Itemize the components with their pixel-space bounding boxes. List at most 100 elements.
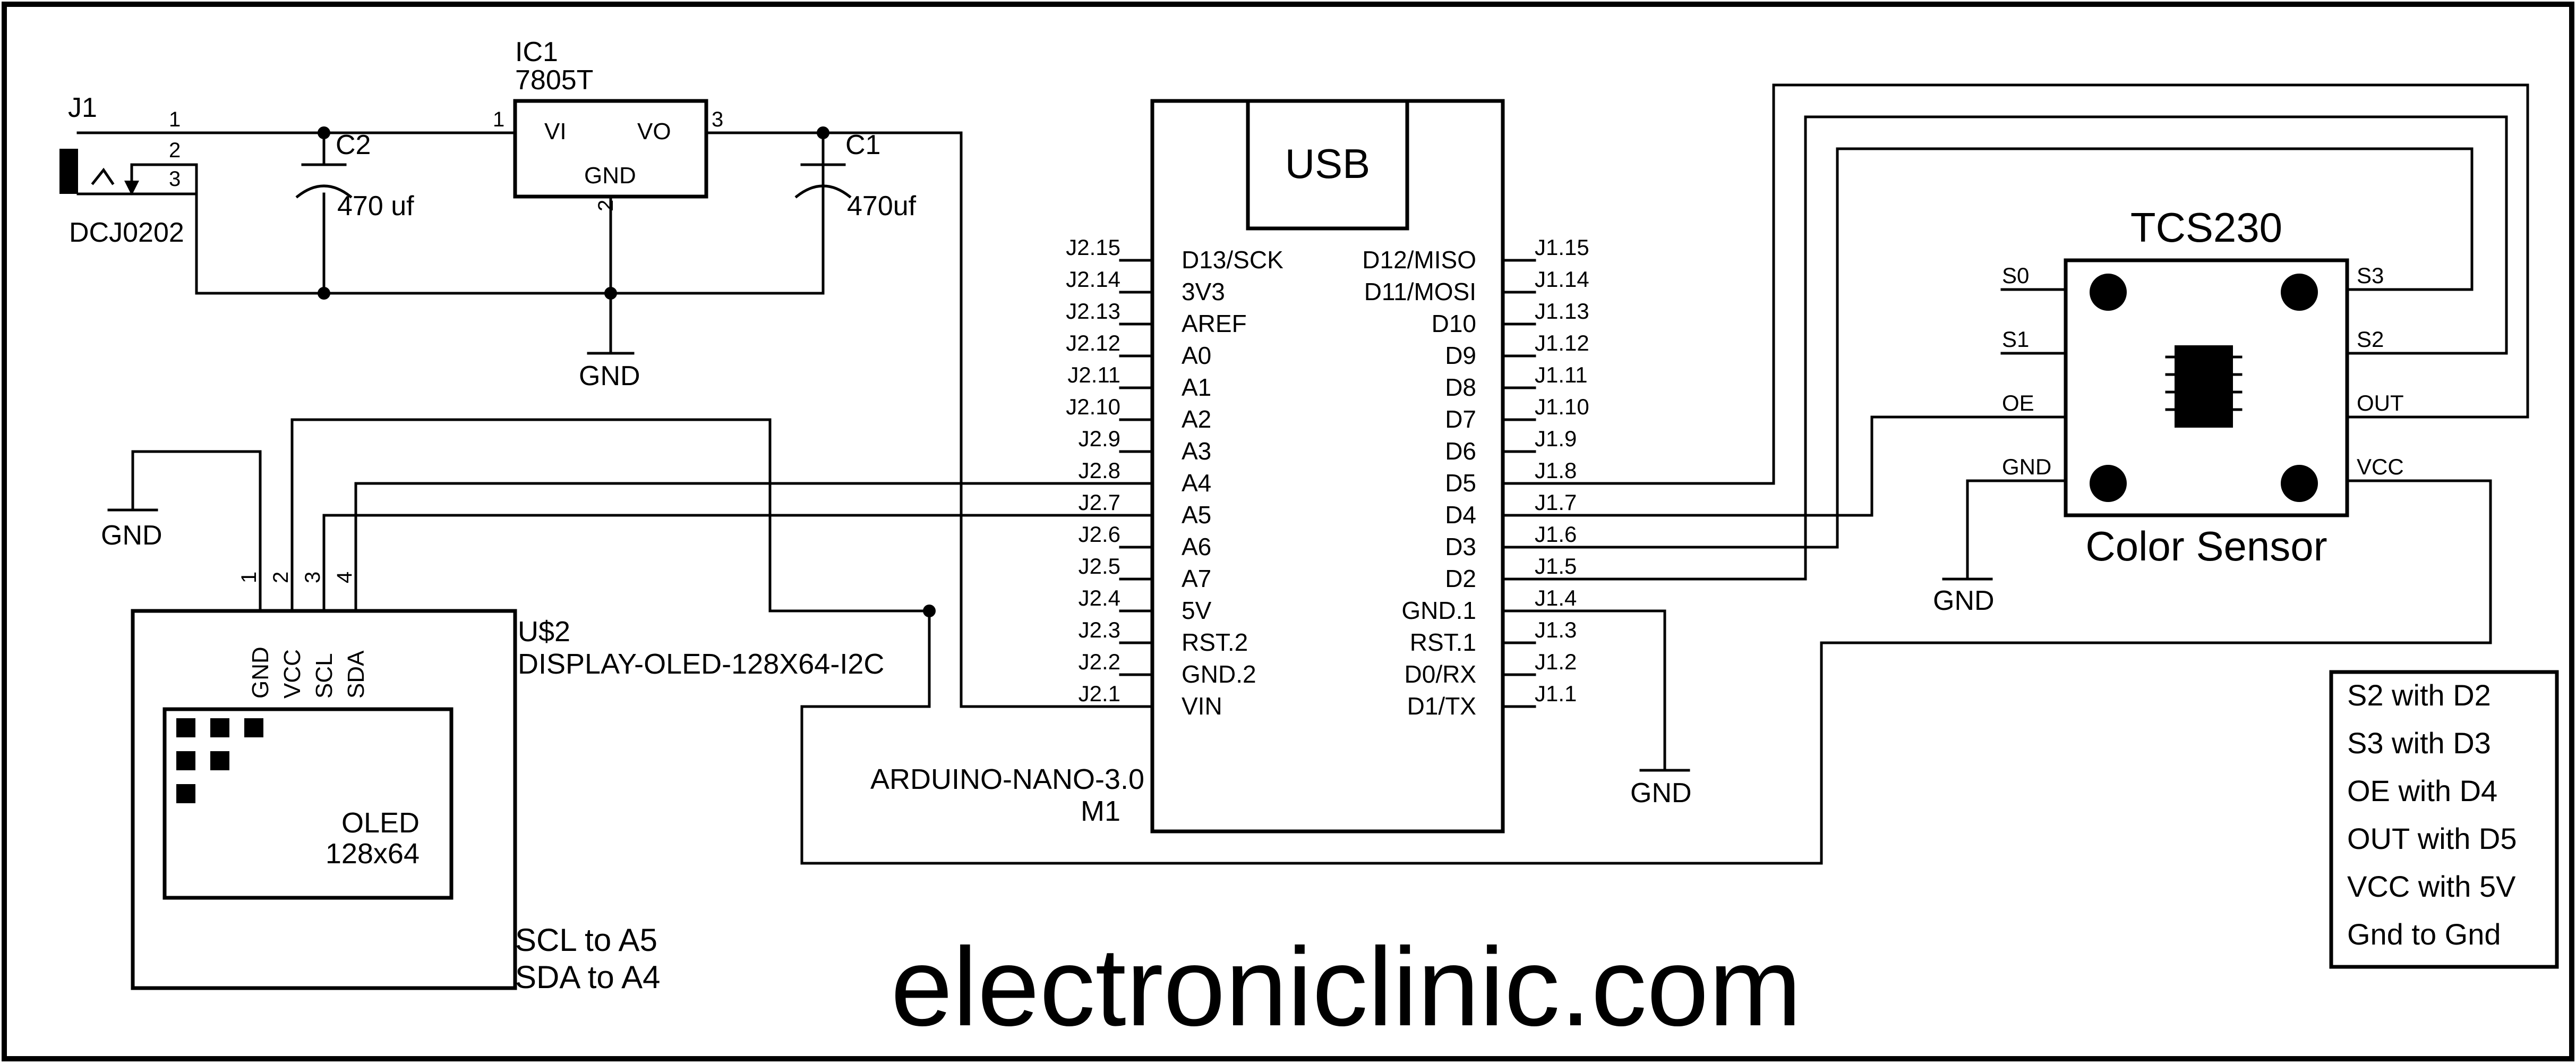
wire-regulator-out <box>705 131 1154 708</box>
arduino-left-net: J2.10 <box>1066 394 1120 419</box>
wire-s3-to-d3 <box>1533 147 2474 549</box>
arduino-right-net: J1.9 <box>1535 426 1577 451</box>
sensor-led <box>2281 274 2318 311</box>
power-jack-symbol <box>59 149 78 194</box>
arduino-right-pin-label: D5 <box>1445 469 1476 497</box>
jack-arrowhead <box>124 181 139 195</box>
arduino-right-pin-label: GND.1 <box>1401 597 1476 624</box>
arduino-left-pin-label: 5V <box>1182 597 1212 624</box>
oled-part: DISPLAY-OLED-128X64-I2C <box>518 648 884 680</box>
wire-jack-pin2 <box>130 163 198 195</box>
wire-oled-vcc <box>290 418 931 613</box>
arduino-right-net: J1.12 <box>1535 330 1589 355</box>
junction-c1-top <box>817 126 829 139</box>
arduino-right-net: J1.14 <box>1535 267 1589 292</box>
sensor-chip <box>2175 345 2233 428</box>
oled-display: OLED 128x64 U$2 DISPLAY-OLED-128X64-I2C … <box>131 572 884 995</box>
arduino-left-net: J2.12 <box>1066 330 1120 355</box>
arduino-right-net: J1.3 <box>1535 617 1577 642</box>
arduino-left-pin-label: RST.2 <box>1182 628 1248 656</box>
regulator-ground-label: GND <box>579 361 640 392</box>
regulator-vi-label: VI <box>544 118 567 144</box>
sensor-right-pin-label: S2 <box>2357 327 2384 352</box>
arduino-right-net: J1.5 <box>1535 554 1577 579</box>
arduino-right-pin-label: D11/MOSI <box>1364 278 1476 305</box>
sensor-body <box>2064 258 2349 517</box>
sensor-led <box>2090 465 2127 502</box>
oled-pin-number: 1 <box>237 572 261 583</box>
oled-pixel <box>210 751 229 770</box>
arduino-left-pin-label: VIN <box>1182 692 1222 720</box>
junction-c2-top <box>318 126 330 139</box>
junction-c2-bottom <box>318 287 330 300</box>
wire-oled-scl <box>322 514 1154 613</box>
sensor-left-pin-label: OE <box>2002 390 2034 415</box>
arduino-left-pin-label: A5 <box>1182 501 1211 529</box>
regulator-gnd-label: GND <box>584 163 636 189</box>
arduino-right-net: J1.13 <box>1535 299 1589 324</box>
regulator-pin-vi: 1 <box>493 108 504 131</box>
wire-oe-to-d4 <box>1533 415 2004 517</box>
arduino-left-pin-label: A3 <box>1182 437 1211 465</box>
oled-pixel <box>176 751 195 770</box>
regulator-ref: IC1 <box>515 37 558 67</box>
power-jack-ref: J1 <box>68 92 97 123</box>
arduino-left-net: J2.1 <box>1079 681 1120 706</box>
arduino-right-net: J1.8 <box>1535 458 1577 483</box>
sensor-right-pin-label: S3 <box>2357 263 2384 288</box>
arduino-left-net: J2.13 <box>1066 299 1120 324</box>
arduino-left-net: J2.11 <box>1067 362 1120 387</box>
arduino-left-net: J2.2 <box>1079 649 1120 674</box>
oled-pin-label: SCL <box>311 653 337 699</box>
oled-pixel <box>176 784 195 803</box>
arduino-left-pin-label: A4 <box>1182 469 1211 497</box>
arduino-right-pin-label: D6 <box>1445 437 1476 465</box>
connection-row: OUT with D5 <box>2347 822 2517 855</box>
cap-c1-curve <box>794 184 852 199</box>
cap-c2-ref: C2 <box>336 130 371 160</box>
oled-pixel <box>210 718 229 737</box>
sensor-subtitle: Color Sensor <box>2085 523 2327 569</box>
arduino-right-net: J1.10 <box>1535 394 1589 419</box>
arduino-left-net: J2.5 <box>1079 554 1120 579</box>
regulator-part: 7805T <box>515 65 593 96</box>
arduino-right-pin-label: D8 <box>1445 373 1476 401</box>
arduino-left-pin-label: A6 <box>1182 533 1211 560</box>
oled-pin-number: 3 <box>301 572 324 583</box>
arduino-right-pin-label: D1/TX <box>1407 692 1476 720</box>
sensor-led <box>2090 274 2127 311</box>
arduino-right-pin-label: D4 <box>1445 501 1476 529</box>
arduino-left-net: J2.8 <box>1079 458 1120 483</box>
arduino-right-net: J1.7 <box>1535 490 1577 515</box>
arduino-right-pin-label: D12/MISO <box>1362 246 1476 274</box>
arduino-right-net: J1.1 <box>1535 681 1577 706</box>
arduino-ref: M1 <box>1081 795 1120 827</box>
footer-website: electroniclinic.com <box>891 924 1802 1049</box>
oled-pin-label: VCC <box>279 649 305 699</box>
arduino-left-pin-label: A0 <box>1182 342 1211 369</box>
arduino-right-net: J1.6 <box>1535 522 1577 547</box>
power-jack-part: DCJ0202 <box>69 217 184 248</box>
wire-out-to-d5 <box>1533 83 2529 485</box>
wire-sensor-gnd <box>1966 479 2004 581</box>
arduino-right-net: J1.4 <box>1535 585 1577 610</box>
wire-s2-to-d2 <box>1533 115 2508 581</box>
arduino-right-net: J1.11 <box>1535 362 1588 387</box>
arduino-right-net: J1.15 <box>1535 235 1589 260</box>
connection-row: OE with D4 <box>2347 774 2497 807</box>
sensor-led <box>2281 465 2318 502</box>
sensor-ground-label: GND <box>1933 585 1995 616</box>
oled-note-sda: SDA to A4 <box>515 959 661 995</box>
arduino-left-pin-label: AREF <box>1182 310 1247 337</box>
arduino-left-net: J2.14 <box>1066 267 1120 292</box>
arduino-right-pin-label: RST.1 <box>1410 628 1476 656</box>
arduino-left-pin-label: A1 <box>1182 373 1211 401</box>
wire-oled-gnd <box>131 450 262 613</box>
arduino-left-pin-label: GND.2 <box>1182 660 1256 688</box>
